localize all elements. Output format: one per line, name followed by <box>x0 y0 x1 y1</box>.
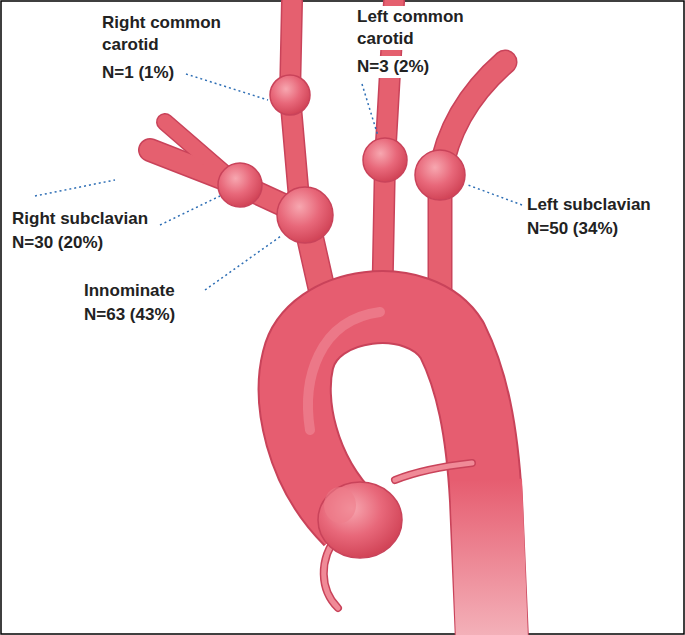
aorta <box>295 307 492 635</box>
leader-lines <box>35 74 522 290</box>
count-label: N=63 (43%) <box>82 304 177 326</box>
artery-label: Innominate <box>82 280 177 302</box>
count-label: N=50 (34%) <box>525 218 620 240</box>
artery-label: Right subclavian <box>10 208 150 230</box>
artery-label: Left common carotid <box>355 6 484 50</box>
count-label: N=3 (2%) <box>355 56 431 78</box>
artery-label: Left subclavian <box>525 194 653 216</box>
artery-label: Right common carotid <box>100 12 244 56</box>
aortic-root <box>318 463 472 608</box>
count-label: N=30 (20%) <box>10 232 105 254</box>
aneurysms <box>218 75 465 243</box>
count-label: N=1 (1%) <box>100 62 176 84</box>
